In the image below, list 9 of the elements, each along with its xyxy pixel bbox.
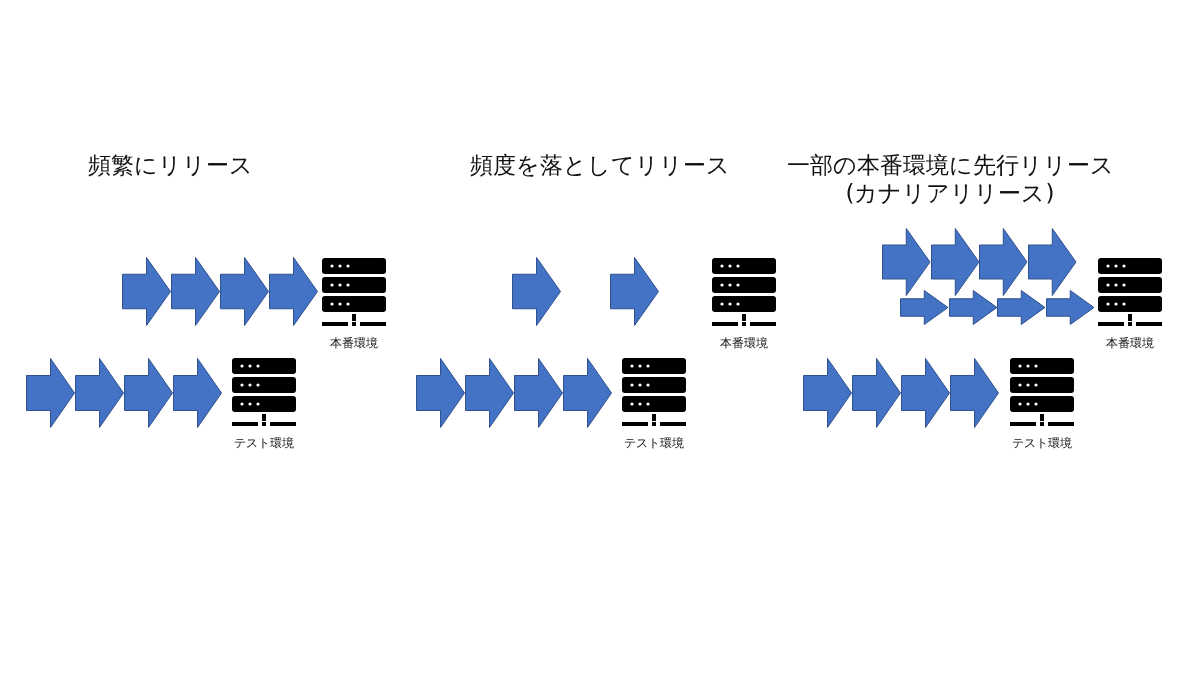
server-label: テスト環境	[1011, 435, 1073, 452]
heading: 一部の本番環境に先行リリース (カナリアリリース)	[785, 151, 1115, 207]
server-label: 本番環境	[719, 335, 769, 352]
heading: 頻繁にリリース	[86, 151, 254, 179]
server-label: テスト環境	[233, 435, 295, 452]
server-label: テスト環境	[623, 435, 685, 452]
server-label: 本番環境	[1105, 335, 1155, 352]
heading: 頻度を落としてリリース	[469, 151, 731, 179]
server-label: 本番環境	[329, 335, 379, 352]
